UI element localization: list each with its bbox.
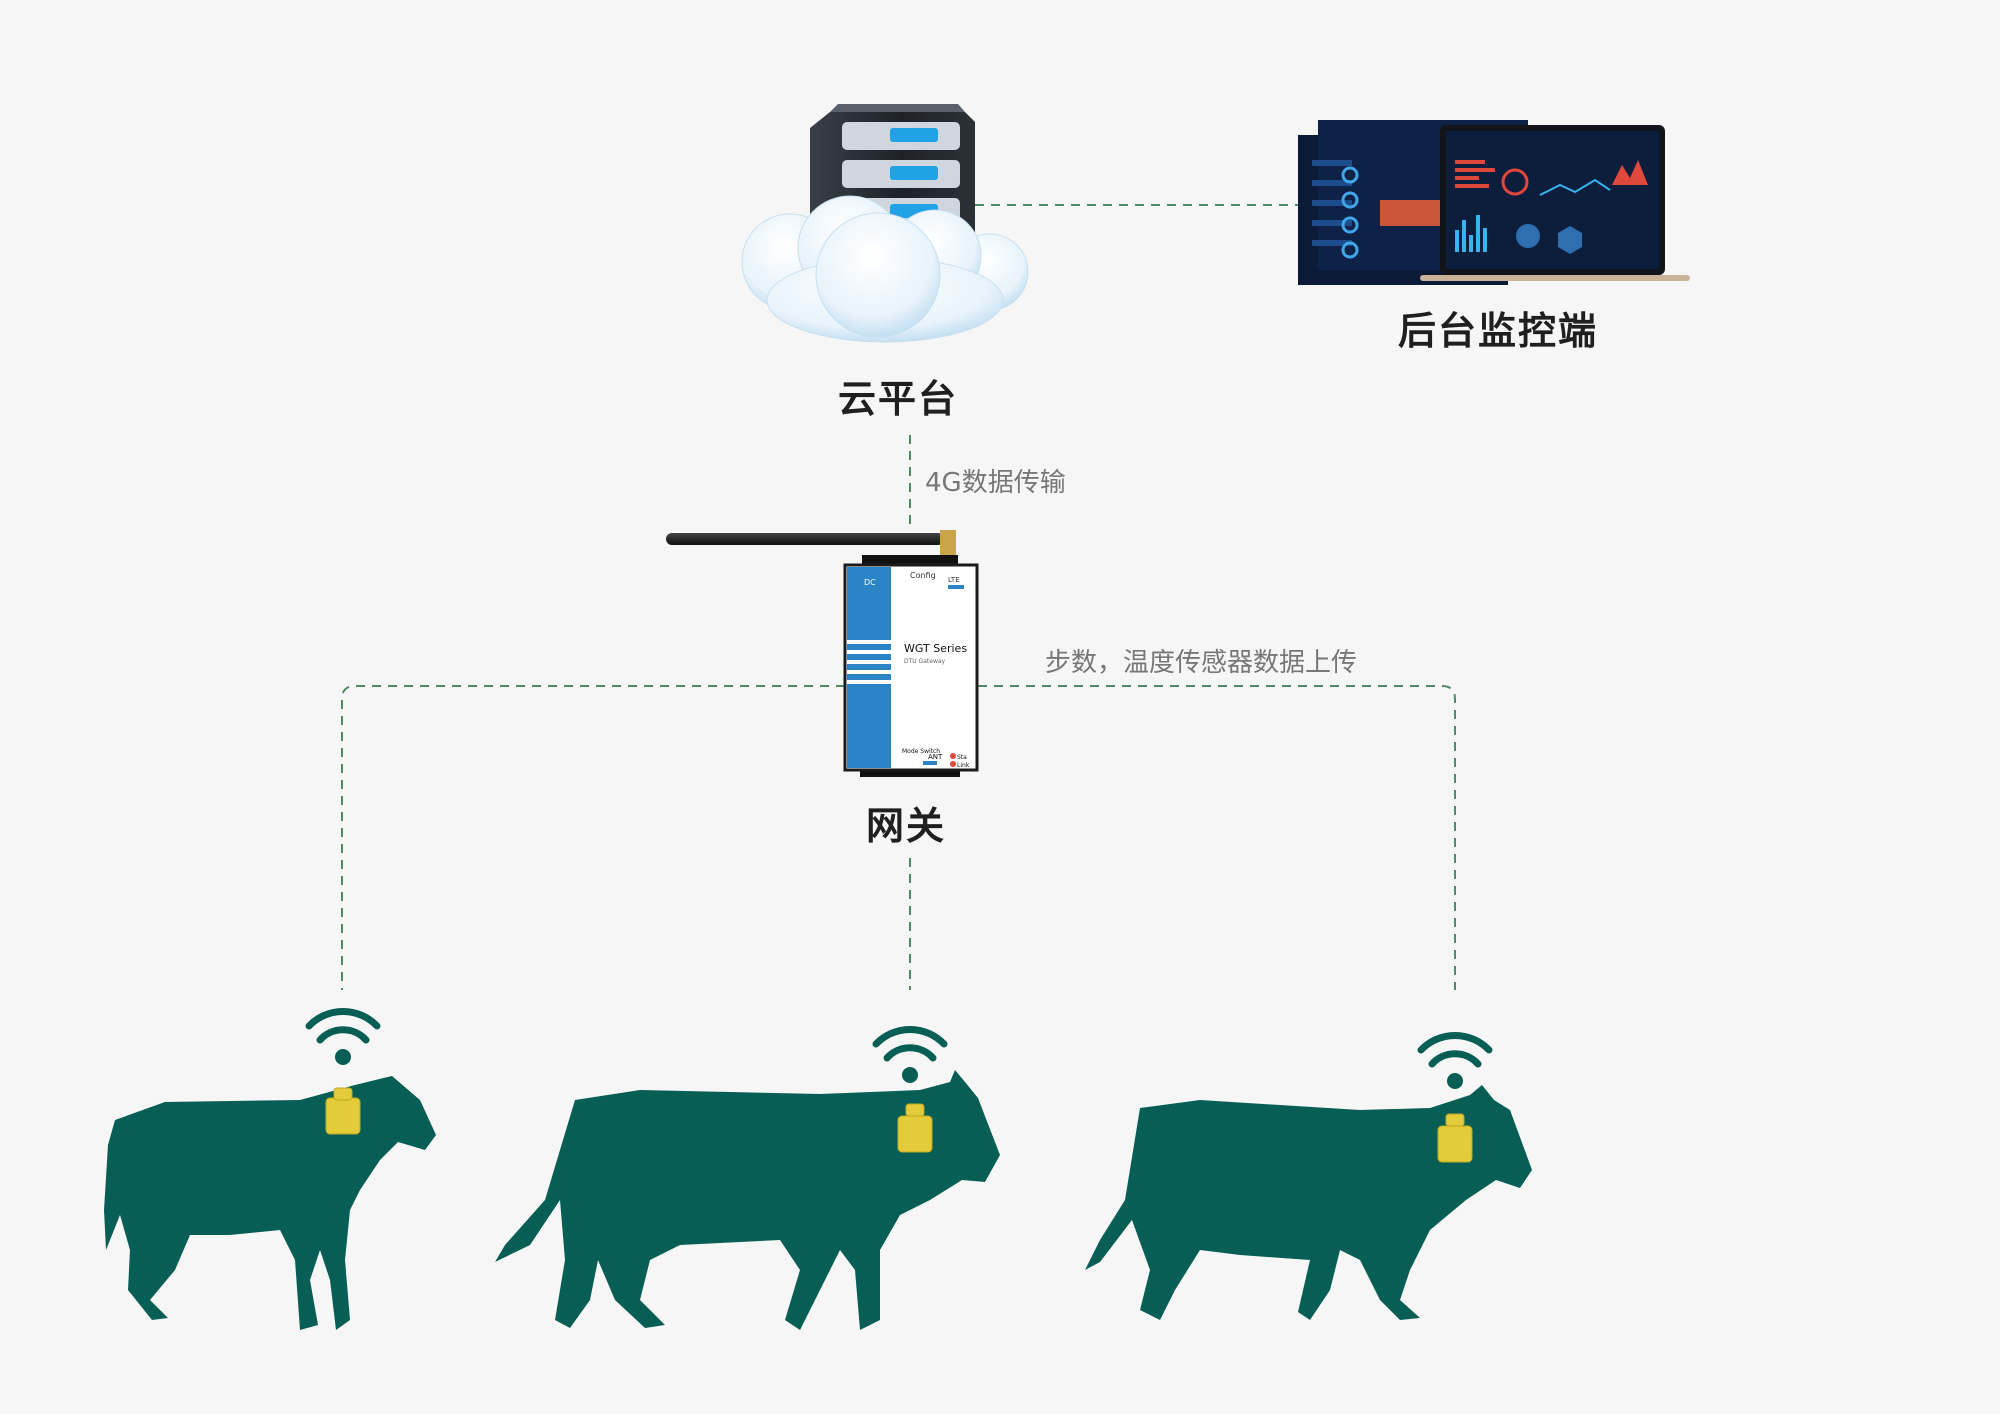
- gateway-device-icon: [843, 555, 979, 777]
- gateway-status-sta: Sta: [957, 754, 967, 761]
- cloud-server-icon: [741, 104, 1029, 343]
- cloud-platform-label: 云平台: [838, 377, 959, 421]
- gateway-port-dc: DC: [864, 578, 876, 587]
- gateway-ant-label: ANT: [928, 753, 943, 761]
- gateway-status-link: Link: [957, 762, 970, 769]
- edge-label-4g: 4G数据传输: [925, 468, 1066, 498]
- ear-tag-icon-right: [1437, 1113, 1473, 1163]
- ear-tag-icon-left: [325, 1087, 361, 1135]
- gateway-port-lte: LTE: [948, 576, 960, 584]
- cow-icon-left: [104, 1076, 436, 1330]
- gateway-model-sub: DTU Gateway: [904, 658, 946, 665]
- cow-icon-middle: [495, 1070, 1000, 1330]
- edge-label-sensor-upload: 步数，温度传感器数据上传: [1045, 648, 1358, 678]
- ear-tag-icon-middle: [897, 1103, 933, 1153]
- wifi-icon-right: [1417, 1031, 1493, 1089]
- gateway-label: 网关: [866, 804, 947, 848]
- gateway-model-label: WGT Series: [904, 642, 967, 655]
- gateway-port-config: Config: [910, 571, 936, 580]
- wifi-icon-left: [305, 1007, 381, 1065]
- laptop-dashboard-icon: [1298, 120, 1690, 285]
- gateway-mode-switch: Mode Switch: [902, 748, 940, 755]
- wifi-icon-middle: [872, 1025, 948, 1083]
- connector-lines: [341, 204, 1456, 990]
- cow-icon-right: [1085, 1085, 1532, 1320]
- backend-monitor-label: 后台监控端: [1398, 309, 1599, 353]
- connector-gateway-left: [341, 685, 845, 990]
- connector-gateway-right: [978, 685, 1456, 990]
